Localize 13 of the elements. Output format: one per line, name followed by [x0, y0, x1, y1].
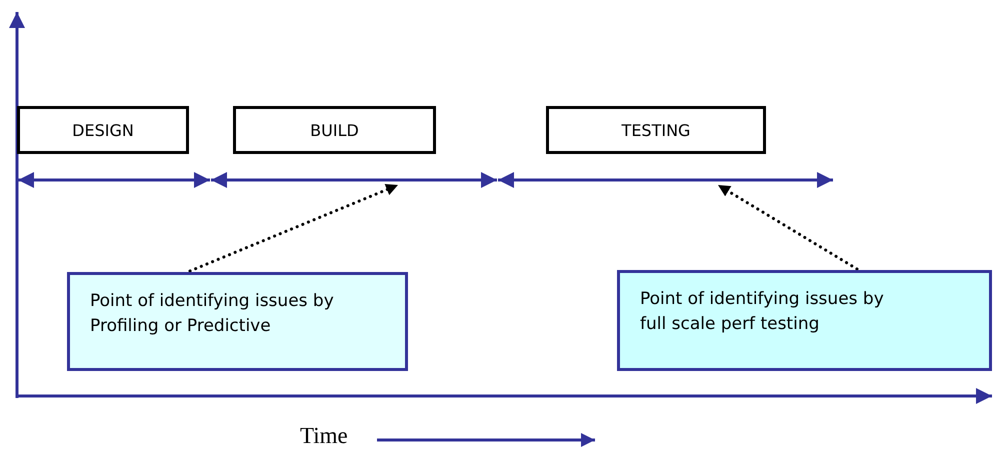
phase-label: BUILD [310, 120, 359, 140]
phase-label: TESTING [622, 120, 690, 140]
phase-label: DESIGN [72, 120, 134, 140]
callout-box [617, 270, 992, 371]
phase-box [546, 106, 766, 154]
callout-text: Point of identifying issues by Profiling or Predictive [90, 290, 335, 338]
phase-box [233, 106, 436, 154]
axis-label: Time [300, 423, 348, 449]
leader-line [716, 184, 858, 270]
callout-box [67, 272, 408, 371]
phase-box [17, 106, 189, 154]
callout-text: Point of identifying issues by full scale perf testing [640, 288, 885, 336]
leader-line [188, 184, 400, 272]
